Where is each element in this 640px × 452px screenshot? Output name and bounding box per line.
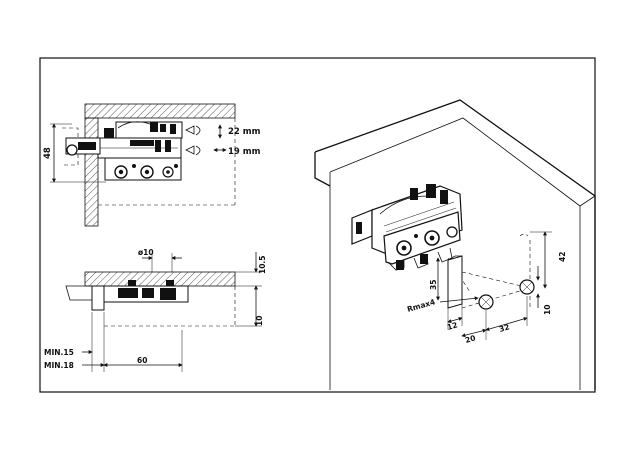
dim-32-label: 32 bbox=[498, 322, 511, 334]
plan-panel-hatch bbox=[84, 271, 236, 287]
depth-19-label: 19 mm bbox=[228, 147, 261, 157]
dim-20-label: 20 bbox=[464, 333, 477, 345]
hole-dia-label: ø10 bbox=[138, 248, 154, 257]
hinge-iso bbox=[351, 184, 463, 271]
dim-60-label: 60 bbox=[137, 356, 147, 365]
hinge-plan bbox=[103, 280, 189, 303]
height-48-label: 48 bbox=[43, 147, 53, 159]
top-panel-hatch bbox=[84, 103, 236, 119]
front-view: 22 mm 19 mm 48 bbox=[43, 103, 261, 227]
dim-10-iso-label: 10 bbox=[543, 305, 552, 315]
rmax-label: Rmax4 bbox=[406, 297, 436, 314]
dim-42-label: 42 bbox=[558, 252, 567, 262]
adjust-symbols bbox=[185, 124, 227, 156]
depth-22-label: 22 mm bbox=[228, 127, 261, 137]
dim-10-plan-label: 10 bbox=[255, 316, 264, 326]
side-panel-hatch bbox=[84, 117, 99, 227]
iso-view: 42 10 35 Rmax4 12 20 32 bbox=[314, 99, 596, 390]
screw-left bbox=[478, 294, 494, 310]
dim-35-label: 35 bbox=[429, 280, 438, 290]
plan-view: ø10 10.5 10 MIN.15 MIN.18 60 bbox=[44, 248, 267, 372]
min-18-label: MIN.18 bbox=[44, 361, 74, 370]
screw-right bbox=[519, 279, 535, 295]
dim-12-label: 12 bbox=[446, 320, 459, 332]
dim-10-5-label: 10.5 bbox=[258, 255, 267, 274]
min-15-label: MIN.15 bbox=[44, 348, 74, 357]
hinge-front bbox=[65, 121, 183, 181]
